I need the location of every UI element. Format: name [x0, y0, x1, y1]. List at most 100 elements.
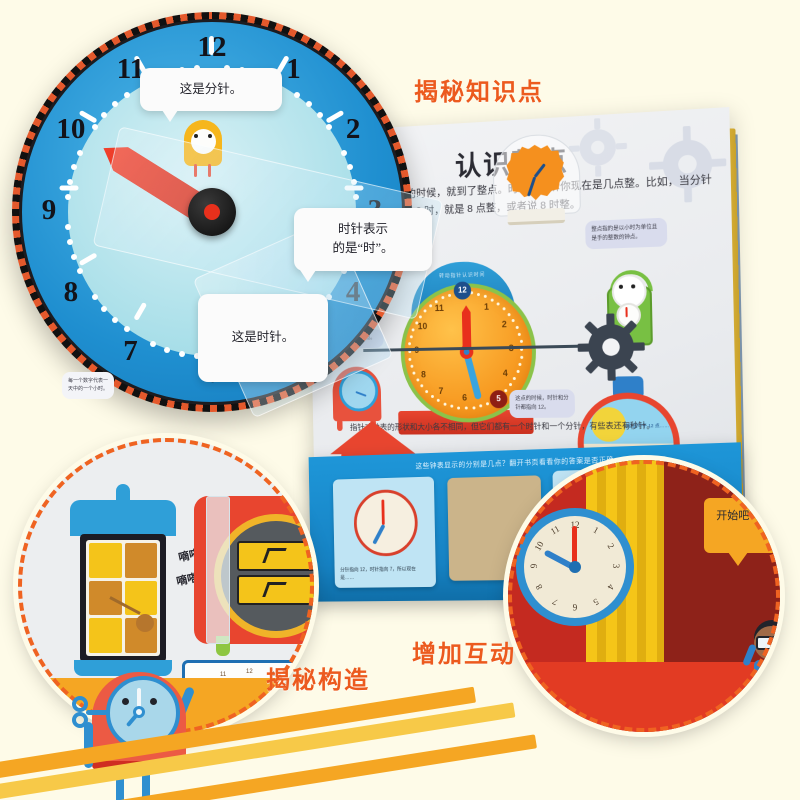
numeral-note: 每一个数字代表一天中的一个小时。: [62, 372, 114, 399]
clock-numeral: 11: [116, 52, 145, 85]
popup-clock-pip: [457, 406, 461, 410]
popup-clock-pip: [420, 384, 424, 388]
clock-minute-dot: [91, 123, 98, 130]
speech-bubble-minute-hand: 这是分针。: [140, 68, 282, 123]
popup-clock-pip: [418, 315, 422, 319]
popup-clock-pip: [483, 295, 487, 299]
popup-clock-pip: [464, 406, 468, 410]
clock-minute-dot: [341, 267, 348, 274]
gear-icon: [577, 313, 645, 381]
popup-clock-numeral: 7: [438, 386, 444, 397]
speech-tail-icon: [728, 552, 748, 567]
popup-clock-pip: [416, 378, 420, 382]
clock-minute-dot: [64, 193, 71, 200]
clock-minute-dot: [64, 224, 71, 231]
popup-clock-pip: [412, 371, 416, 375]
popup-clock-pip: [472, 405, 476, 409]
interaction-speech-bubble: 开始吧！到 10 点了。祝你成功！: [704, 498, 780, 567]
kid-shirt: [754, 660, 780, 694]
popup-clock-pip: [519, 355, 523, 359]
popup-clock-highlight-12: 12: [453, 281, 472, 300]
mascot-arm-left: [84, 722, 93, 768]
note-sunclock: 这点的时候，时针和分针都指向 12。: [509, 389, 576, 418]
speech-minute-hand-text: 这是分针。: [179, 82, 243, 96]
popup-clock-pip: [511, 319, 515, 323]
tag-interaction: 增加互动: [412, 641, 516, 668]
kid-with-microphone: [742, 620, 780, 732]
clock-minute-dot: [111, 101, 118, 108]
clock-minute-dot: [71, 253, 78, 260]
popup-clock-pip: [441, 296, 445, 300]
mascot-eye-left: [122, 698, 129, 705]
clock-numeral: 10: [56, 112, 86, 145]
popup-clock-pip: [430, 394, 434, 398]
popup-clock-pip: [486, 401, 490, 405]
quiz-card-1-minute-hand: [381, 499, 385, 525]
clock-minute-dot: [164, 346, 171, 353]
wall-clock-numeral: 1: [591, 525, 600, 536]
speech-tail-icon: [300, 269, 316, 282]
speech-tail-icon: [162, 110, 178, 123]
popup-clock-pip: [513, 376, 517, 381]
popup-clock-pip: [496, 302, 500, 306]
speech-hour-meaning-text: 时针表示 的是“时”。: [332, 222, 394, 256]
popup-clock-numeral: 1: [483, 301, 489, 312]
clock-hour-tick: [59, 185, 79, 191]
wall-clock-numeral: 8: [534, 582, 545, 591]
interaction-speech-text: 开始吧！到 10 点了。祝你成功！: [716, 510, 780, 540]
quiz-card-1[interactable]: 分针指向 12，时针指向 7，所以现在是……: [332, 476, 437, 588]
popup-clock-pip: [443, 402, 447, 406]
mascot-clock-cap: [133, 706, 145, 718]
wall-clock-numeral: 4: [605, 582, 616, 591]
yellow-mascot-leg-right: [208, 164, 211, 177]
acetate-strip[interactable]: [206, 496, 230, 644]
kid-leg-left: [758, 694, 765, 728]
mantel-clock-top: [70, 500, 176, 536]
quiz-card-1-dial: [353, 488, 419, 557]
small-rect-clock-numeral: 11: [220, 672, 227, 679]
speech-hour-hand-text: 这是时针。: [231, 330, 295, 345]
clock-minute-dot: [193, 64, 200, 71]
quiz-card-1-text: 分针指向 12，时针指向 7，所以现在是……: [340, 566, 416, 582]
mascot-leg-right: [142, 768, 150, 800]
clock-minute-dot: [346, 164, 353, 171]
speech-bubble-hour-hand: 这是时针。: [198, 294, 328, 382]
popup-clock-pip: [502, 307, 506, 311]
popup-clock-pip: [504, 389, 508, 393]
wall-clock-numeral: 12: [570, 520, 580, 530]
clock-minute-dot: [224, 64, 231, 71]
clock-minute-dot: [306, 101, 313, 108]
clock-minute-dot: [294, 91, 301, 98]
popup-clock-pip: [415, 321, 418, 325]
clock-center-pin: [204, 204, 220, 220]
note-green-robot: 整点指的是以小时为单位且是手的整数的钟点。: [585, 217, 668, 250]
wall-clock-numeral: 2: [605, 541, 616, 550]
popup-clock-pip: [412, 328, 415, 332]
clock-minute-dot: [316, 111, 323, 118]
popup-clock-pip: [448, 293, 451, 297]
mechanism-ring: [214, 514, 314, 638]
clock-minute-dot: [101, 111, 108, 118]
yellow-mascot-leg-left: [194, 164, 197, 177]
clock-minute-dot: [326, 123, 333, 130]
popup-clock-pip: [519, 340, 523, 344]
clock-minute-dot: [67, 239, 74, 246]
gear-icon: [649, 125, 727, 203]
mascot-eye-right: [150, 698, 157, 705]
popup-clock-pip: [436, 399, 440, 403]
clock-minute-dot: [101, 306, 108, 313]
clock-minute-dot: [193, 353, 200, 360]
clock-numeral: 4: [336, 276, 370, 309]
popup-clock-pip: [507, 312, 511, 316]
mechanism-foot-right: [306, 636, 314, 656]
mantel-clock-knob: [116, 484, 130, 504]
wall-clock-minute-hand: [572, 526, 577, 568]
wall-clock-numeral: 5: [591, 596, 600, 607]
clock-minute-dot: [350, 178, 357, 185]
tag-knowledge: 揭秘知识点: [414, 79, 544, 106]
clock-numeral: 1: [286, 52, 301, 85]
clock-minute-dot: [150, 341, 157, 348]
